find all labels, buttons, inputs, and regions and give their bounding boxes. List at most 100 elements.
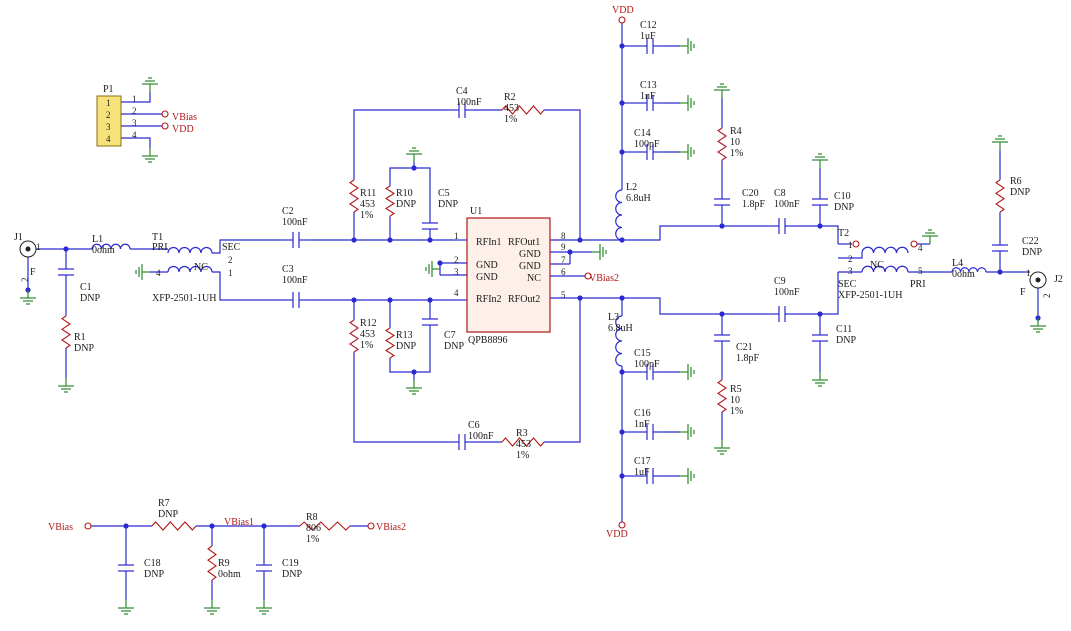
ground-r1 bbox=[58, 378, 74, 393]
p1-pinnum-1: 1 bbox=[132, 94, 137, 104]
wire bbox=[212, 271, 240, 301]
j1-ref: J1 bbox=[14, 232, 23, 243]
label-r1-ref: R1 bbox=[74, 332, 86, 343]
ground-r6 bbox=[992, 135, 1008, 150]
wires bbox=[25, 23, 1041, 600]
label-c2-ref: C2 bbox=[282, 206, 294, 217]
label-c19-value: DNP bbox=[282, 569, 302, 580]
u1-pin-name-rfin1: RFIn1 bbox=[476, 237, 502, 248]
t1-pri: PRI bbox=[152, 242, 168, 253]
label-r5-value: 10 bbox=[730, 395, 740, 406]
resistor-r2 bbox=[501, 105, 545, 115]
parts bbox=[19, 16, 1047, 615]
t1-pin-2: 2 bbox=[228, 255, 233, 265]
u1-ref: U1 bbox=[470, 206, 482, 217]
label-l1-ref: L1 bbox=[92, 234, 103, 245]
wire bbox=[353, 109, 450, 180]
j1-pin-1: 1 bbox=[36, 242, 41, 252]
capacitor-c4 bbox=[450, 102, 474, 118]
transformer-t2[interactable]: T2 1 4 2 3 5 NC SEC PRI XFP-2501-1UH bbox=[838, 228, 926, 301]
label-c1-value: DNP bbox=[80, 293, 100, 304]
open-terminal-vdd-top bbox=[618, 16, 626, 24]
label-c16-ref: C16 bbox=[634, 408, 651, 419]
junction-dot bbox=[577, 295, 583, 301]
open-terminal-vbias2-u1 bbox=[584, 272, 592, 280]
label-r3-ref: R3 bbox=[516, 428, 528, 439]
resistor-r8 bbox=[299, 521, 351, 531]
wire bbox=[121, 137, 151, 148]
p1-pin-2: 2 bbox=[106, 110, 111, 120]
ground-r13 bbox=[406, 380, 422, 395]
u1-pin-num-4: 4 bbox=[454, 288, 459, 298]
coax-center bbox=[1035, 277, 1041, 283]
capacitor-c6 bbox=[450, 434, 474, 450]
resistor-r10 bbox=[384, 185, 396, 217]
label-c7-value: DNP bbox=[444, 341, 464, 352]
wire bbox=[838, 253, 863, 259]
t2-sec: SEC bbox=[838, 279, 857, 290]
capacitor-c5 bbox=[422, 214, 438, 238]
label-c9-value: 100nF bbox=[774, 287, 800, 298]
open-terminal-t2-pin1 bbox=[852, 240, 860, 248]
label-l2-ref: L2 bbox=[626, 182, 637, 193]
p1-pin-3: 3 bbox=[106, 122, 111, 132]
label-r11-ref: R11 bbox=[360, 188, 376, 199]
label-r9-value: 0ohm bbox=[218, 569, 241, 580]
resistor-r12 bbox=[349, 319, 359, 353]
connector-j1[interactable]: J1 1 2 F bbox=[14, 232, 41, 282]
t1-pin-1: 1 bbox=[228, 268, 233, 278]
label-l2-value: 6.8uH bbox=[626, 193, 651, 204]
coax-j1 bbox=[19, 240, 37, 258]
resistor-r9 bbox=[207, 545, 217, 581]
transformer-t2-winding-bot bbox=[861, 265, 909, 273]
ground-p1-pin4 bbox=[142, 148, 158, 163]
label-r12-value: 453 bbox=[360, 329, 375, 340]
u1-pin-num-9: 9 bbox=[561, 242, 566, 252]
capacitor-c15 bbox=[638, 364, 662, 380]
label-l4-value: 0ohm bbox=[952, 269, 975, 280]
ground-c10 bbox=[812, 153, 828, 168]
label-r6-ref: R6 bbox=[1010, 176, 1022, 187]
ground-r4 bbox=[714, 83, 730, 98]
t1-pin-4: 4 bbox=[156, 268, 161, 278]
label-r3-value: 453 bbox=[516, 439, 531, 450]
t1-nc: NC bbox=[194, 262, 208, 273]
ground-t2 bbox=[922, 229, 938, 244]
wire bbox=[389, 334, 431, 373]
net-label-vbias-p1: VBias bbox=[172, 112, 197, 123]
ground-r9 bbox=[204, 600, 220, 615]
label-r2-tolerance: 1% bbox=[504, 114, 517, 125]
transformer-t1[interactable]: T1 PRI SEC NC XFP-2501-1UH 2 1 4 bbox=[152, 232, 241, 304]
label-c19-ref: C19 bbox=[282, 558, 299, 569]
label-c21-ref: C21 bbox=[736, 342, 753, 353]
p1-pinnum-2: 2 bbox=[132, 106, 137, 116]
u1-pin-name-gnd9: GND bbox=[519, 249, 541, 260]
capacitor-c17 bbox=[638, 468, 662, 484]
ground-capacitor-c12 bbox=[680, 38, 695, 54]
label-r2-value: 453 bbox=[504, 103, 519, 114]
label-r11-value: 453 bbox=[360, 199, 375, 210]
net-labels: VDD VDD VBias VBias1 VBias2 bbox=[48, 5, 634, 540]
label-r8-value: 806 bbox=[306, 523, 321, 534]
coax-shield bbox=[19, 240, 37, 258]
label-r10-value: DNP bbox=[396, 199, 416, 210]
inductor-l2 bbox=[615, 189, 623, 241]
resistor-r3 bbox=[501, 437, 545, 447]
capacitor-c21 bbox=[714, 326, 730, 350]
connector-j2[interactable]: J2 1 2 F bbox=[1020, 268, 1063, 298]
label-c10-value: DNP bbox=[834, 202, 854, 213]
label-c5-ref: C5 bbox=[438, 188, 450, 199]
net-label-vdd-bottom: VDD bbox=[606, 529, 628, 540]
ground-p1-pin1 bbox=[142, 77, 158, 92]
ic-u1[interactable]: U1 QPB8896 RFIn1 GND GND RFIn2 RFOut1 GN… bbox=[454, 206, 619, 346]
t2-pin-2: 2 bbox=[848, 254, 853, 264]
u1-pin-name-rfout1: RFOut1 bbox=[508, 237, 540, 248]
capacitor-c14 bbox=[638, 144, 662, 160]
wire bbox=[622, 225, 770, 241]
j2-pin-2: 2 bbox=[1042, 294, 1052, 299]
connector-p1[interactable]: P1 1 2 3 4 1 2 3 4 VBias VDD bbox=[96, 84, 197, 147]
u1-pin-num-5: 5 bbox=[561, 290, 566, 300]
wire bbox=[622, 297, 770, 315]
net-label-vbias1: VBias1 bbox=[224, 517, 254, 528]
